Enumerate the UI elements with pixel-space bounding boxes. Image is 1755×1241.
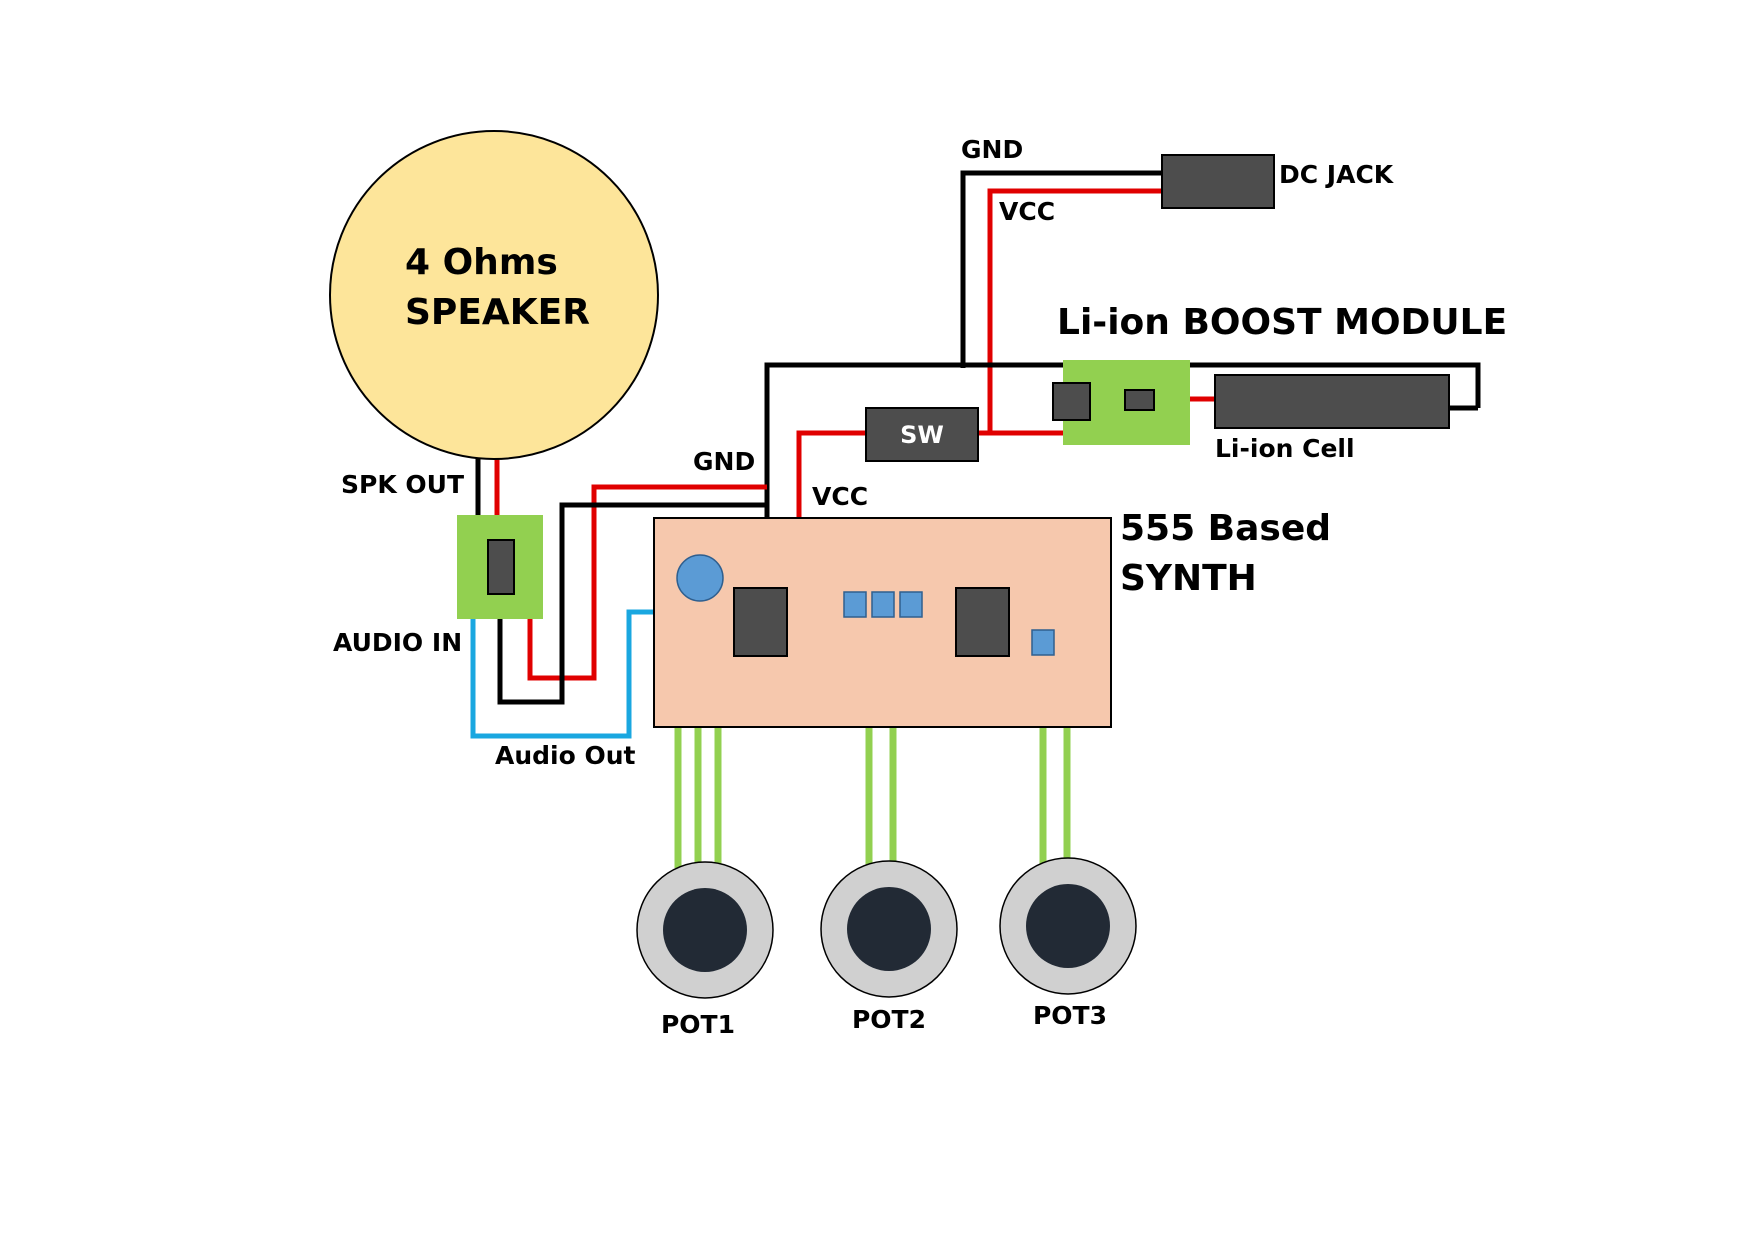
pot3-knob bbox=[1026, 884, 1110, 968]
synth-part-1 bbox=[843, 591, 867, 618]
synth-board-pcb bbox=[653, 517, 1112, 728]
pot1-label: POT1 bbox=[661, 1010, 735, 1039]
pot2-knob bbox=[847, 887, 931, 971]
audio-in-label: AUDIO IN bbox=[333, 628, 462, 657]
synth-board bbox=[653, 517, 1112, 728]
synth-part-4 bbox=[1031, 629, 1055, 656]
speaker-label-2: SPEAKER bbox=[405, 292, 590, 333]
pot1-knob bbox=[663, 888, 747, 972]
sw-board-vcc-wire bbox=[796, 430, 866, 520]
audio-in-connector bbox=[487, 539, 515, 595]
boost-module-label: Li-ion BOOST MODULE bbox=[1057, 302, 1507, 343]
synth-label-1: 555 Based bbox=[1120, 508, 1331, 549]
synth-part-2 bbox=[871, 591, 895, 618]
synth-ic-1 bbox=[733, 587, 788, 657]
synth-ic-2 bbox=[955, 587, 1010, 657]
audio-out-wire bbox=[470, 609, 656, 739]
labels: GND VCC DC JACK Li-ion BOOST MODULE Li-i… bbox=[333, 135, 1507, 1039]
pot3-label: POT3 bbox=[1033, 1001, 1107, 1030]
pot-wires bbox=[674, 727, 1071, 868]
vcc-mid-label: VCC bbox=[812, 482, 868, 511]
gnd-top-label: GND bbox=[961, 135, 1023, 164]
audio-out-label: Audio Out bbox=[495, 741, 636, 770]
synth-part-3 bbox=[899, 591, 923, 618]
gnd-mid-label: GND bbox=[693, 447, 755, 476]
audio-in-module bbox=[457, 515, 543, 619]
pot-1 bbox=[636, 861, 774, 999]
boost-module-chip bbox=[1124, 389, 1155, 411]
li-ion-cell bbox=[1214, 374, 1450, 429]
speaker-body bbox=[329, 130, 659, 460]
speaker-module-gnd-wire bbox=[497, 502, 767, 705]
pot-3 bbox=[999, 857, 1137, 995]
boost-module bbox=[1052, 360, 1190, 445]
switch: SW bbox=[865, 407, 979, 462]
dc-jack bbox=[1161, 154, 1275, 209]
pot-2 bbox=[820, 860, 958, 998]
dc-jack-vcc-wire bbox=[987, 188, 1162, 433]
synth-label-2: SYNTH bbox=[1120, 558, 1257, 599]
dc-jack-gnd-wire bbox=[960, 170, 1162, 368]
dc-jack-label: DC JACK bbox=[1279, 160, 1395, 189]
vcc-top-label: VCC bbox=[999, 197, 1055, 226]
switch-body bbox=[865, 407, 979, 462]
pot2-label: POT2 bbox=[852, 1005, 926, 1034]
speaker-module-vcc-wire bbox=[527, 484, 767, 681]
switch-label: SW bbox=[900, 421, 944, 449]
synth-capacitor bbox=[676, 554, 724, 602]
li-ion-cell-label: Li-ion Cell bbox=[1215, 434, 1355, 463]
speaker: 4 Ohms SPEAKER bbox=[329, 130, 659, 460]
speaker-label-1: 4 Ohms bbox=[405, 242, 558, 283]
spk-out-label: SPK OUT bbox=[341, 470, 464, 499]
boost-module-port bbox=[1052, 382, 1091, 421]
